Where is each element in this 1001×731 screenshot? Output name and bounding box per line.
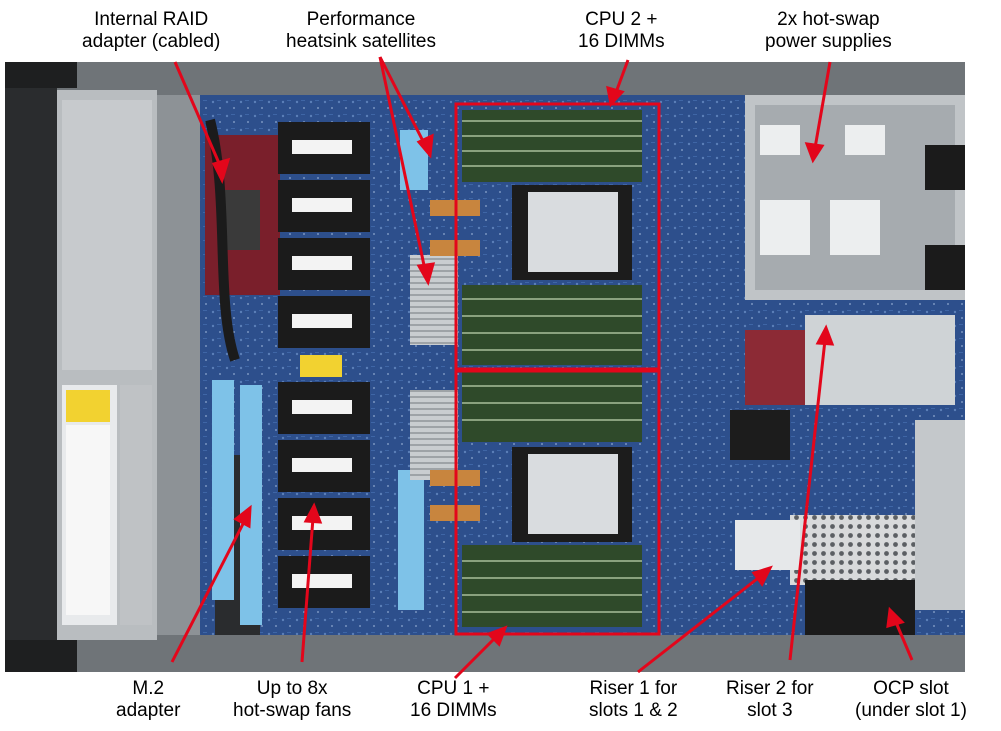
m2-adapter xyxy=(212,130,428,635)
label-fans: Up to 8x hot-swap fans xyxy=(233,678,351,722)
annotation-arrows xyxy=(170,56,914,680)
label-ocp-slot-line2: (under slot 1) xyxy=(855,700,967,721)
label-cpu2-line1: CPU 2 + xyxy=(585,9,658,30)
label-fans-line1: Up to 8x xyxy=(256,678,328,699)
label-heatsink-satellites-line1: Performance xyxy=(306,9,416,30)
label-heatsink-satellites: Performance heatsink satellites xyxy=(286,9,436,53)
label-riser2: Riser 2 for slot 3 xyxy=(726,678,814,722)
fan-bank xyxy=(278,122,370,608)
cpu-highlight-boxes xyxy=(454,102,661,636)
label-riser1-line2: slots 1 & 2 xyxy=(589,700,678,721)
drive-bay xyxy=(62,100,152,625)
label-raid-adapter-line2: adapter (cabled) xyxy=(82,31,221,52)
label-riser2-line1: Riser 2 for xyxy=(726,678,814,699)
label-fans-line2: hot-swap fans xyxy=(233,700,352,721)
label-power-supplies: 2x hot-swap power supplies xyxy=(765,9,892,53)
label-ocp-slot-line1: OCP slot xyxy=(873,678,949,699)
label-ocp-slot: OCP slot (under slot 1) xyxy=(855,678,967,722)
label-riser2-line2: slot 3 xyxy=(747,700,793,721)
cpu-heatsinks xyxy=(512,185,632,542)
label-m2-adapter-line1: M.2 xyxy=(132,678,165,699)
power-supplies xyxy=(745,95,965,300)
label-power-supplies-line1: 2x hot-swap xyxy=(777,9,880,30)
label-raid-adapter-line1: Internal RAID xyxy=(94,9,209,30)
label-power-supplies-line2: power supplies xyxy=(765,31,892,52)
label-cpu1: CPU 1 + 16 DIMMs xyxy=(410,678,497,722)
label-riser1: Riser 1 for slots 1 & 2 xyxy=(589,678,678,722)
dimm-banks xyxy=(462,110,642,627)
label-cpu1-line1: CPU 1 + xyxy=(417,678,490,699)
label-m2-adapter-line2: adapter xyxy=(116,700,181,721)
label-cpu2-line2: 16 DIMMs xyxy=(578,31,665,52)
label-riser1-line1: Riser 1 for xyxy=(589,678,678,699)
label-cpu2: CPU 2 + 16 DIMMs xyxy=(578,9,665,53)
label-raid-adapter: Internal RAID adapter (cabled) xyxy=(82,9,220,53)
label-cpu1-line2: 16 DIMMs xyxy=(410,700,497,721)
label-heatsink-satellites-line2: heatsink satellites xyxy=(286,31,436,52)
label-m2-adapter: M.2 adapter xyxy=(116,678,180,722)
